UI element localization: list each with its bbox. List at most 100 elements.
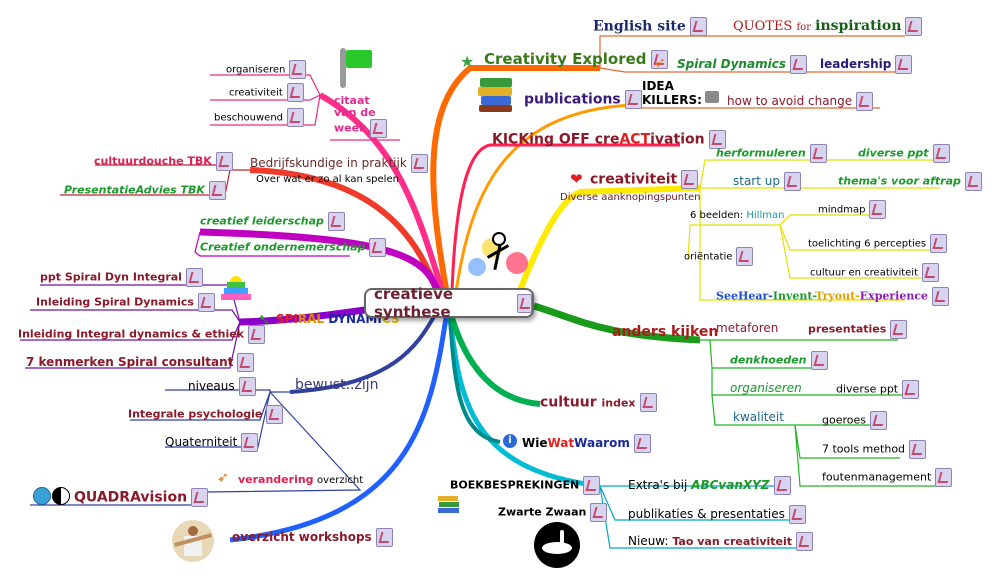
pdf-icon[interactable] (905, 17, 923, 36)
pdf-icon[interactable] (856, 92, 874, 111)
fouten-link[interactable]: foutenmanagement (822, 468, 953, 487)
inleiding-integral-link[interactable]: Inleiding Integral dynamics & ethiek (18, 325, 266, 344)
pdf-icon[interactable] (909, 440, 927, 459)
pdf-icon[interactable] (248, 325, 266, 344)
pdf-icon[interactable] (197, 293, 215, 312)
cultuur-index-link[interactable]: cultuur index (540, 393, 657, 412)
pdf-icon[interactable] (796, 532, 814, 551)
zwarte-zwaan-link[interactable]: Zwarte Zwaan (498, 503, 608, 522)
pdf-icon[interactable] (789, 55, 807, 74)
quotes-link[interactable]: QUOTES for inspiration (733, 17, 923, 36)
creatief-ondernemerschap-link[interactable]: Creatief ondernemerschap (200, 238, 387, 257)
pdf-icon[interactable] (922, 263, 940, 282)
niveaus-link[interactable]: niveaus (188, 377, 256, 396)
pdf-icon[interactable] (238, 377, 256, 396)
pdf-icon[interactable] (583, 476, 601, 495)
pdf-icon[interactable] (410, 154, 428, 173)
pdf-icon[interactable] (784, 172, 801, 191)
ppt-spiral-link[interactable]: ppt Spiral Dyn Integral (40, 268, 203, 287)
pdf-icon[interactable] (708, 130, 726, 149)
pdf-icon[interactable] (266, 405, 284, 424)
diverse-ppt-link[interactable]: diverse ppt (858, 144, 950, 163)
pdf-icon[interactable] (870, 411, 887, 430)
denkhoeden-link[interactable]: denkhoeden (730, 351, 828, 370)
pdf-icon[interactable] (809, 144, 827, 163)
pdf-icon[interactable] (736, 247, 754, 266)
leadership-link[interactable]: leadership (820, 55, 913, 74)
pdf-icon[interactable] (890, 320, 908, 339)
toelichting-link[interactable]: toelichting 6 percepties (808, 234, 948, 253)
kenmerken-link[interactable]: 7 kenmerken Spiral consultant (26, 353, 255, 372)
quaterniteit-link[interactable]: Quaterniteit (165, 433, 259, 452)
kicking-off-link[interactable]: KICKing OFF creACTivation (492, 130, 726, 149)
avoid-change-link[interactable]: how to avoid change (727, 92, 874, 111)
cultuur-creativiteit-link[interactable]: cultuur en creativiteit (810, 263, 940, 282)
pdf-icon[interactable] (902, 380, 920, 399)
bedrijfskundige-link[interactable]: Bedrijfskundige in praktijk (250, 154, 428, 173)
creativiteit-right-link[interactable]: creativiteit (590, 170, 699, 189)
pdf-icon[interactable] (241, 433, 259, 452)
pdf-icon[interactable] (810, 351, 828, 370)
pdf-icon[interactable] (590, 503, 608, 522)
goeroes-link[interactable]: goeroes (822, 411, 887, 430)
pdf-icon[interactable] (935, 468, 953, 487)
pdf-icon[interactable] (286, 83, 304, 102)
workshops-link[interactable]: overzicht workshops (232, 528, 393, 547)
pdf-icon[interactable] (681, 170, 699, 189)
spiral-dynamics-top-link[interactable]: Spiral Dynamics (677, 55, 807, 74)
creativiteit-left-link[interactable]: creativiteit (229, 83, 304, 102)
pdf-icon[interactable] (185, 268, 203, 287)
orientatie-link[interactable]: oriëntatie (684, 247, 754, 266)
pdf-icon[interactable] (869, 200, 887, 219)
pdf-icon[interactable] (327, 212, 345, 231)
creatief-leiderschap-link[interactable]: creatief leiderschap (200, 212, 345, 231)
pdf-icon[interactable] (215, 152, 233, 171)
inleiding-spiral-link[interactable]: Inleiding Spiral Dynamics (36, 293, 215, 312)
pdf-icon[interactable] (930, 234, 948, 253)
pdf-icon[interactable] (370, 119, 388, 138)
boekbesprekingen-link[interactable]: BOEKBESPREKINGEN (450, 476, 601, 495)
publications-link[interactable]: publications (524, 90, 642, 109)
pdf-icon[interactable] (895, 55, 913, 74)
quadravision-link[interactable]: QUADRAvision (74, 488, 209, 507)
presentatieadvies-link[interactable]: PresentatieAdvies TBK (64, 181, 226, 200)
presentaties-link[interactable]: presentaties (808, 320, 908, 339)
cultuurdouche-link[interactable]: cultuurdouche TBK (94, 152, 233, 171)
pdf-icon[interactable] (639, 393, 657, 412)
organiseren-left-link[interactable]: organiseren (226, 60, 307, 79)
pdf-icon[interactable] (633, 434, 651, 453)
publikaties-link[interactable]: publikaties & presentaties (628, 505, 806, 524)
pdf-icon[interactable] (964, 172, 982, 191)
herformuleren-link[interactable]: herformuleren (716, 144, 827, 163)
pdf-icon[interactable] (624, 90, 642, 109)
central-topic[interactable]: creatieve synthese (364, 285, 534, 321)
pdf-icon[interactable] (289, 60, 307, 79)
pdf-icon[interactable] (773, 476, 791, 495)
mindmap-link[interactable]: mindmap (818, 200, 887, 219)
themas-link[interactable]: thema's voor aftrap (838, 172, 982, 191)
pdf-icon[interactable] (208, 181, 226, 200)
start-up-link[interactable]: start up (733, 172, 801, 191)
tools-link[interactable]: 7 tools method (822, 440, 927, 459)
pdf-icon[interactable] (191, 488, 209, 507)
integrale-psychologie-link[interactable]: Integrale psychologie (128, 405, 284, 424)
english-site-link[interactable]: English site (593, 17, 707, 36)
pdf-icon[interactable] (689, 17, 707, 36)
pdf-icon[interactable] (650, 50, 668, 69)
wie-wat-waarom-link[interactable]: WieWatWaarom (522, 434, 651, 453)
pdf-icon[interactable] (932, 144, 950, 163)
pdf-icon[interactable] (375, 528, 393, 547)
pdf-icon[interactable] (237, 353, 255, 372)
nieuw-tao-link[interactable]: Nieuw: Tao van creativiteit (628, 532, 814, 551)
pdf-icon[interactable] (932, 287, 950, 306)
pdf-icon[interactable] (517, 293, 532, 313)
diverse-ppt2-link[interactable]: diverse ppt (836, 380, 920, 399)
beschouwend-link[interactable]: beschouwend (214, 108, 305, 127)
seehear-link[interactable]: SeeHear-Invent-Tryout-Experience (716, 287, 950, 306)
creativity-explored-link[interactable]: Creativity Explored (484, 50, 668, 69)
extras-abc-link[interactable]: Extra's bij ABCvanXYZ (628, 476, 791, 495)
pdf-icon[interactable] (369, 238, 387, 257)
pdf-icon[interactable] (287, 108, 305, 127)
pdf-icon[interactable] (788, 505, 806, 524)
